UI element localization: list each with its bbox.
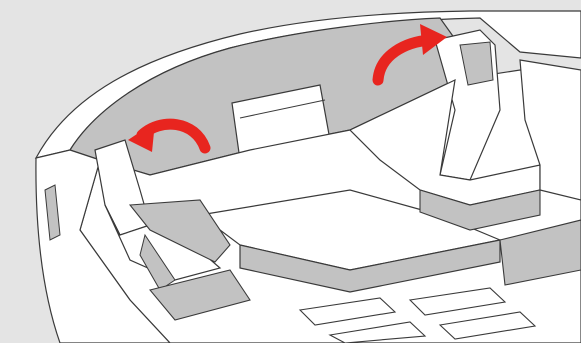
cabin-drawing [0,0,581,343]
cabin-illustration [0,0,581,343]
